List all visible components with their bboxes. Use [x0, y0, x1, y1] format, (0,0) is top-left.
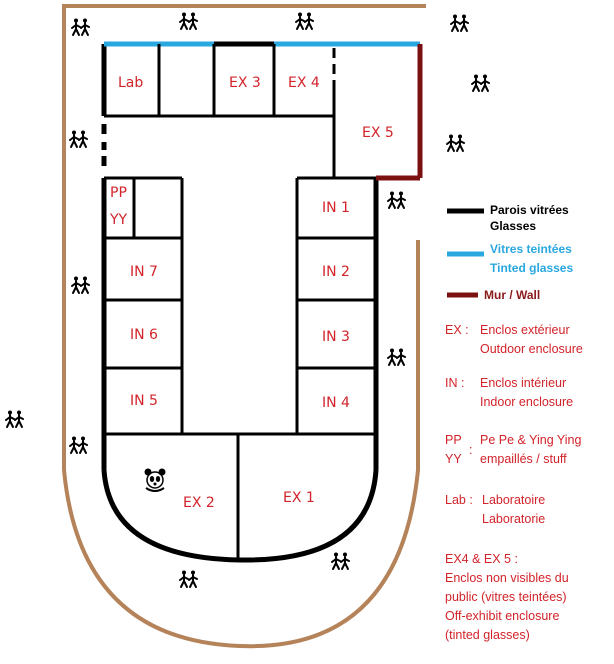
visitors-walking-icon	[179, 569, 198, 588]
label-lab: Lab	[118, 75, 143, 91]
note-in-en: Indoor enclosure	[480, 395, 573, 409]
label-in1: IN 1	[322, 200, 350, 216]
label-in3: IN 3	[322, 329, 350, 345]
note-ex45-5: (tinted glasses)	[445, 628, 530, 642]
label-ex4: EX 4	[288, 75, 320, 91]
legend-glass-en: Glasses	[490, 219, 536, 233]
note-ppyy-2: empaillés / stuff	[480, 452, 567, 466]
visitors-walking-icon	[5, 409, 24, 428]
note-ex45-3: public (vitres teintées)	[445, 590, 567, 604]
legend: Parois vitrées Glasses Vitres teintées T…	[447, 203, 573, 302]
visitors-walking-icon	[179, 11, 198, 30]
note-ex45-4: Off-exhibit enclosure	[445, 609, 559, 623]
legend-glass-fr: Parois vitrées	[490, 203, 569, 217]
label-in7: IN 7	[130, 264, 158, 280]
note-ppyy-key2: YY	[445, 452, 462, 466]
note-ex45-2: Enclos non visibles du	[445, 571, 569, 585]
visitors-walking-icon	[69, 435, 88, 454]
visitors-walking-icon	[450, 13, 469, 32]
note-ppyy-key1: PP	[445, 433, 462, 447]
inner-walls	[104, 44, 376, 560]
visitors-walking-icon	[446, 133, 465, 152]
legend-wall: Mur / Wall	[484, 288, 540, 302]
building-walls	[101, 41, 420, 563]
note-lab-2: Laboratorie	[482, 512, 545, 526]
label-ex3: EX 3	[229, 75, 261, 91]
label-ex2: EX 2	[183, 495, 215, 511]
note-ex-key: EX :	[445, 323, 469, 337]
visitors-walking-icon	[387, 190, 406, 209]
label-in2: IN 2	[322, 264, 350, 280]
visitors-walking-icon	[71, 17, 90, 36]
note-ex45-1: EX4 & EX 5 :	[445, 552, 518, 566]
legend-tinted-en: Tinted glasses	[490, 261, 573, 275]
visitors-walking-icon	[71, 275, 90, 294]
note-ex-en: Outdoor enclosure	[480, 342, 583, 356]
label-pp: PP	[110, 185, 127, 201]
visitors-walking-icon	[387, 347, 406, 366]
label-ex1: EX 1	[283, 490, 315, 506]
label-in6: IN 6	[130, 327, 158, 343]
label-yy: YY	[109, 212, 128, 228]
visitors-walking-icon	[295, 11, 314, 30]
visitors-walking-icon	[331, 551, 350, 570]
visitors-walking-icon	[69, 129, 88, 148]
label-in5: IN 5	[130, 393, 158, 409]
visitors-walking-icon	[471, 73, 490, 92]
label-in4: IN 4	[322, 395, 350, 411]
label-ex5: EX 5	[362, 125, 394, 141]
note-lab-key: Lab :	[445, 493, 473, 507]
note-ppyy-1: Pe Pe & Ying Ying	[480, 433, 582, 447]
note-ex-fr: Enclos extérieur	[480, 323, 570, 337]
note-in-fr: Enclos intérieur	[480, 376, 566, 390]
note-lab-1: Laboratoire	[482, 493, 545, 507]
note-ppyy-colon: :	[469, 443, 472, 457]
note-in-key: IN :	[445, 376, 464, 390]
visitor-path	[62, 4, 426, 649]
key-notes: EX : Enclos extérieur Outdoor enclosure …	[445, 323, 583, 642]
legend-tinted-fr: Vitres teintées	[490, 242, 572, 256]
enclosure-labels: Lab EX 3 EX 4 EX 5 PP YY IN 1 IN 2 IN 3 …	[109, 75, 394, 511]
panda-icon	[144, 468, 166, 492]
